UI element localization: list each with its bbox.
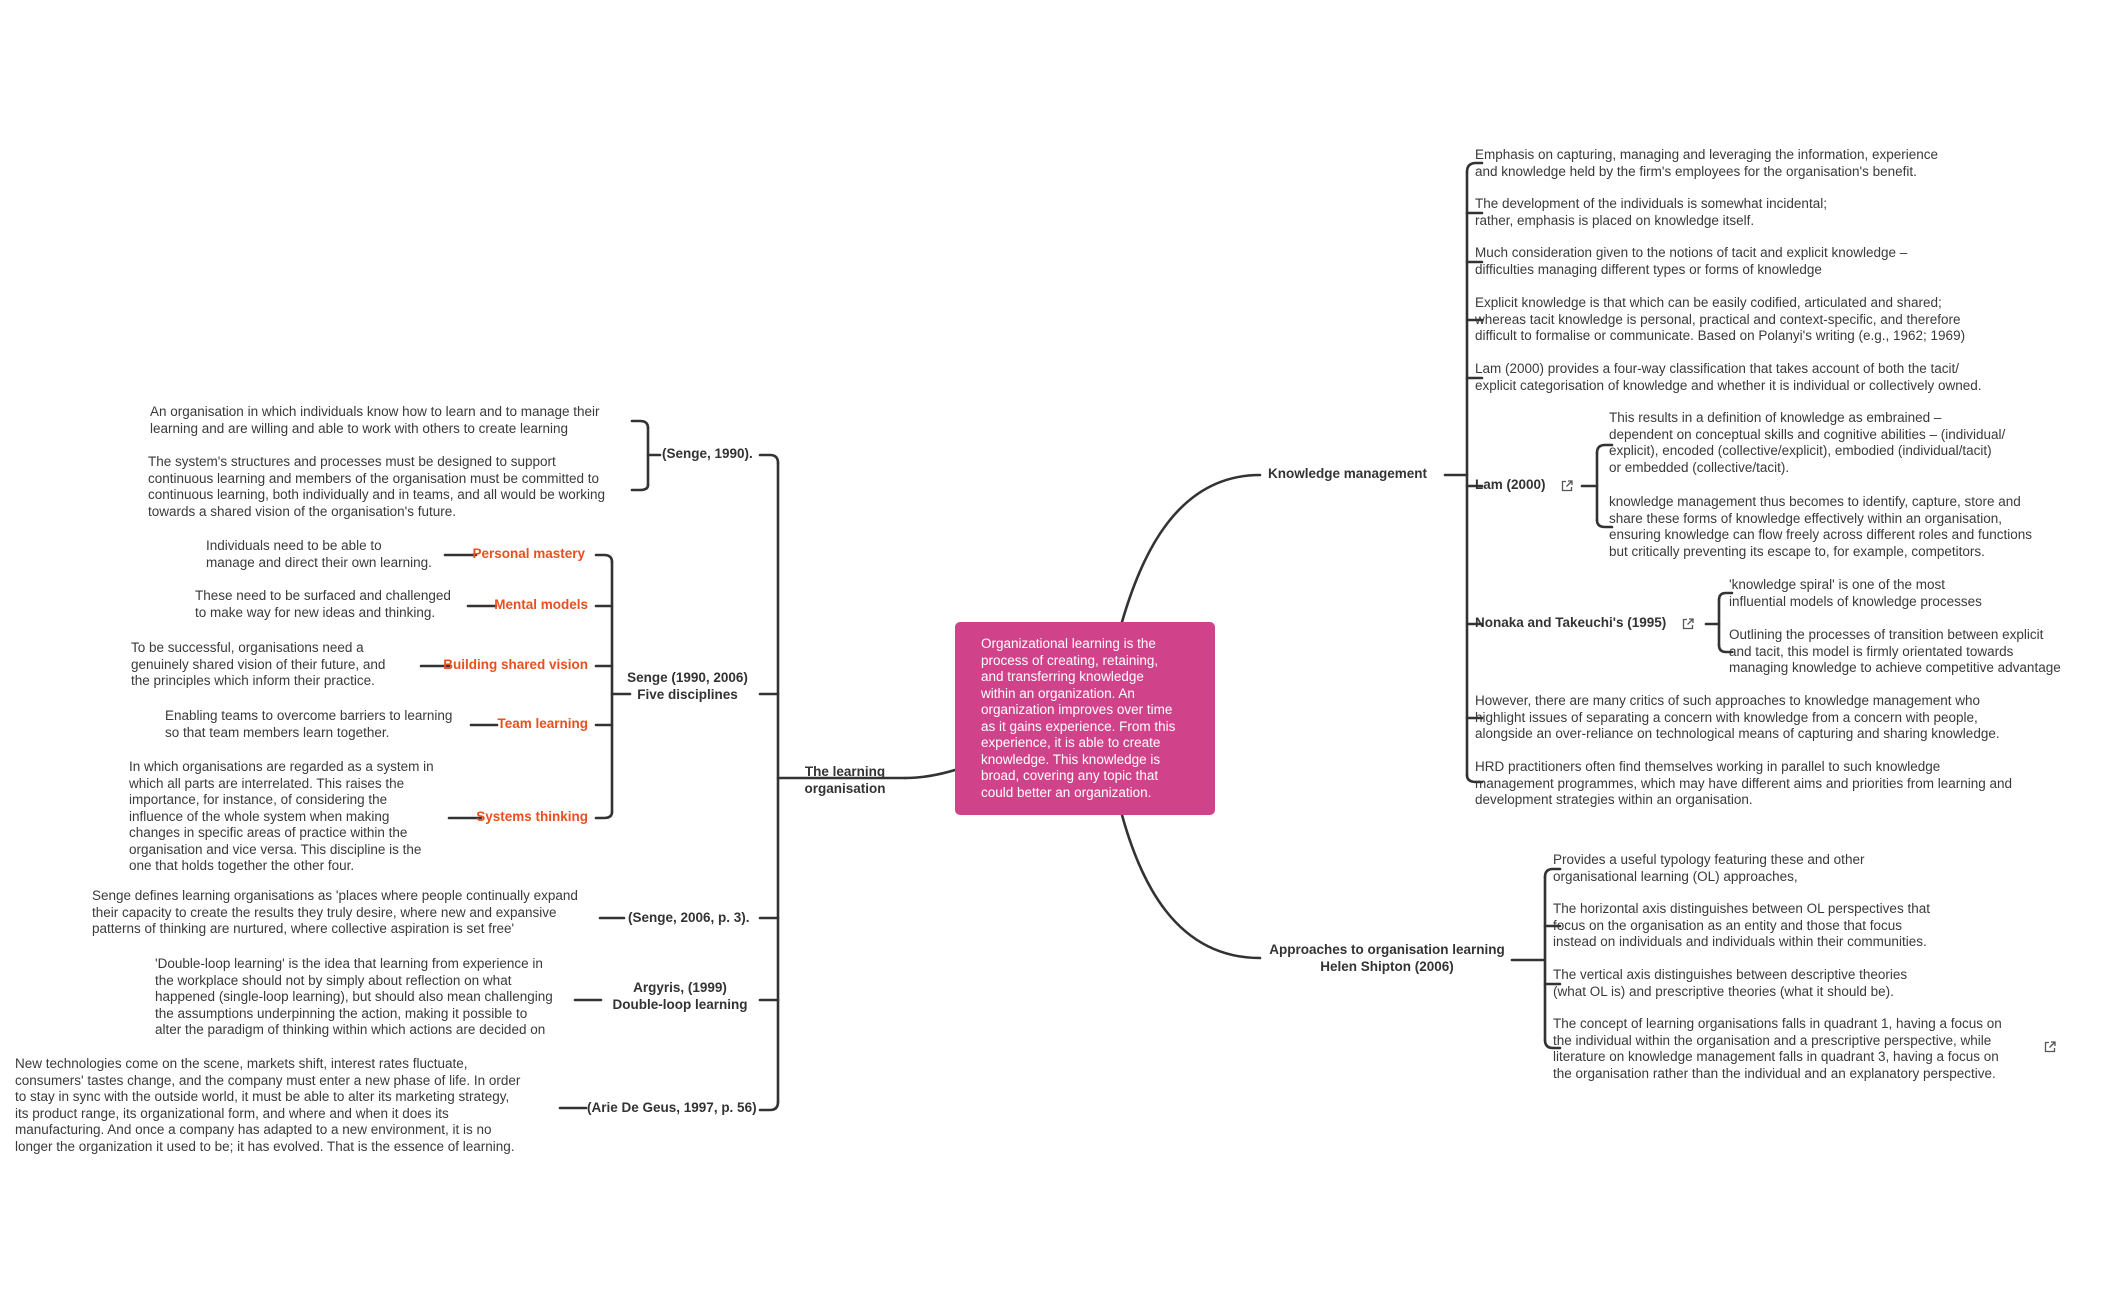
note-km-4: Explicit knowledge is that which can be … — [1475, 295, 1966, 343]
topic-senge-2006[interactable]: (Senge, 2006, p. 3). — [628, 910, 750, 925]
note-km-3: Much consideration given to the notions … — [1475, 245, 1908, 277]
note-approaches-2: The horizontal axis distinguishes betwee… — [1553, 901, 1930, 949]
note-lam-1: This results in a definition of knowledg… — [1609, 410, 2006, 475]
note-km-5: Lam (2000) provides a four-way classific… — [1475, 361, 1982, 393]
note-approaches-4: The concept of learning organisations fa… — [1553, 1016, 2002, 1081]
topic-de-geus[interactable]: (Arie De Geus, 1997, p. 56) — [587, 1100, 757, 1115]
note-approaches-1: Provides a useful typology featuring the… — [1553, 852, 1865, 884]
note-senge-1990-1: An organisation in which individuals kno… — [150, 404, 600, 436]
note-km-hrd: HRD practitioners often find themselves … — [1475, 759, 2013, 807]
central-topic[interactable]: Organizational learning is the process o… — [955, 622, 1215, 815]
external-link-icon[interactable] — [1560, 479, 1574, 493]
discipline-team-learning[interactable]: Team learning — [497, 716, 588, 731]
topic-approaches-organisation-learning[interactable]: Approaches to organisation learning Hele… — [1269, 942, 1505, 974]
topic-five-disciplines[interactable]: Senge (1990, 2006) Five disciplines — [627, 670, 748, 702]
note-km-2: The development of the individuals is so… — [1475, 196, 1827, 228]
external-link-icon[interactable] — [1681, 617, 1695, 631]
note-km-critics: However, there are many critics of such … — [1475, 693, 2000, 741]
note-mental-models: These need to be surfaced and challenged… — [195, 588, 451, 620]
note-argyris: 'Double-loop learning' is the idea that … — [155, 956, 553, 1037]
discipline-mental-models[interactable]: Mental models — [494, 597, 588, 612]
external-link-icon[interactable] — [2043, 1040, 2057, 1054]
topic-knowledge-management[interactable]: Knowledge management — [1268, 466, 1428, 481]
note-personal-mastery: Individuals need to be able to manage an… — [206, 538, 432, 570]
note-senge-1990-2: The system's structures and processes mu… — [148, 454, 606, 519]
discipline-building-shared-vision[interactable]: Building shared vision — [443, 657, 588, 672]
note-systems-thinking: In which organisations are regarded as a… — [129, 759, 434, 873]
note-nonaka-1: 'knowledge spiral' is one of the most in… — [1729, 577, 1982, 609]
central-topic-text: Organizational learning is the process o… — [981, 636, 1176, 800]
note-approaches-3: The vertical axis distinguishes between … — [1553, 967, 1908, 999]
note-de-geus: New technologies come on the scene, mark… — [15, 1056, 521, 1154]
topic-lam-2000[interactable]: Lam (2000) — [1475, 477, 1546, 492]
discipline-personal-mastery[interactable]: Personal mastery — [472, 546, 585, 561]
topic-senge-1990[interactable]: (Senge, 1990). — [662, 446, 753, 461]
topic-learning-organisation[interactable]: The learning organisation — [804, 764, 886, 796]
note-senge-2006: Senge defines learning organisations as … — [92, 888, 578, 936]
note-km-1: Emphasis on capturing, managing and leve… — [1475, 147, 1939, 179]
discipline-systems-thinking[interactable]: Systems thinking — [476, 809, 588, 824]
note-building-shared-vision: To be successful, organisations need a g… — [131, 640, 386, 688]
topic-nonaka-takeuchi[interactable]: Nonaka and Takeuchi's (1995) — [1475, 615, 1667, 630]
topic-argyris[interactable]: Argyris, (1999) Double-loop learning — [612, 980, 748, 1012]
note-lam-2: knowledge management thus becomes to ide… — [1609, 494, 2032, 559]
note-team-learning: Enabling teams to overcome barriers to l… — [165, 708, 453, 740]
note-nonaka-2: Outlining the processes of transition be… — [1729, 627, 2061, 675]
